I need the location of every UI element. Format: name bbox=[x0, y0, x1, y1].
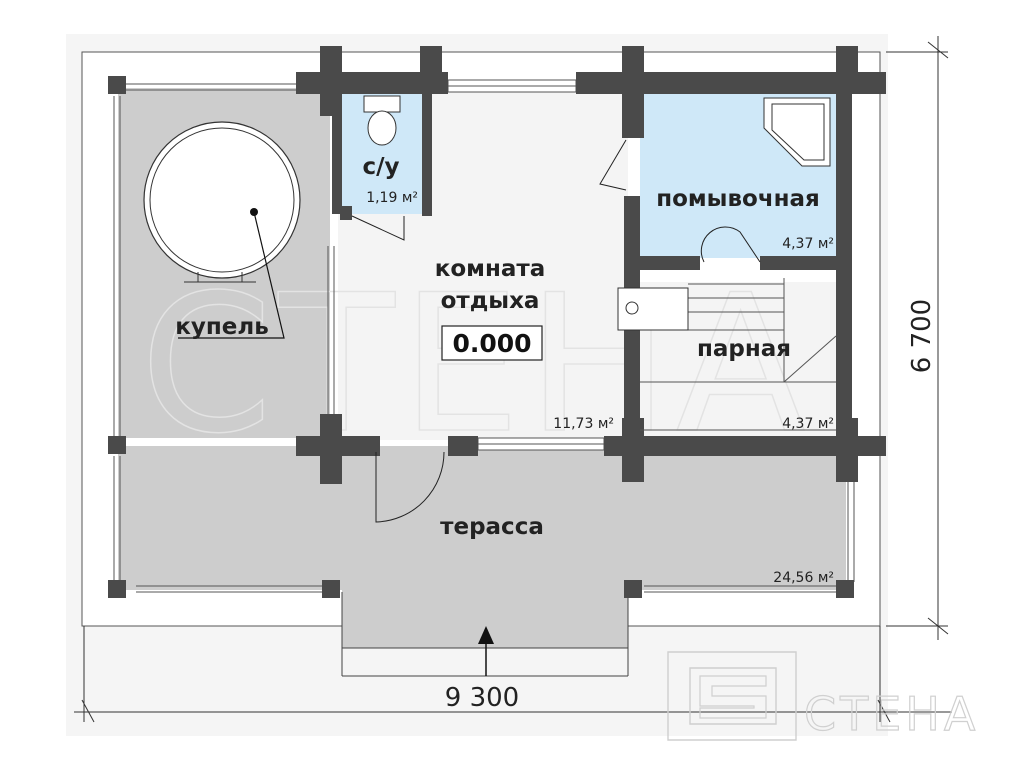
lounge-name-line2: отдыха bbox=[441, 288, 540, 314]
windows bbox=[447, 79, 605, 451]
stove-burner-icon bbox=[625, 301, 639, 315]
level-mark-box bbox=[441, 325, 543, 361]
terrace-door-swing bbox=[375, 451, 445, 523]
toilet-icon bbox=[363, 95, 401, 146]
terrace-area: 24,56 м² bbox=[773, 570, 834, 586]
shower-icon bbox=[763, 97, 831, 167]
entrance-arrow-icon bbox=[478, 626, 494, 644]
wc-door-swing bbox=[351, 215, 405, 241]
steam-room-area: 4,37 м² bbox=[782, 416, 834, 432]
lounge-name-line1: комната bbox=[435, 256, 545, 282]
steam-door-swing bbox=[700, 226, 761, 263]
wash-door-swing bbox=[599, 139, 627, 191]
log-walls bbox=[296, 46, 886, 484]
plunge-pool bbox=[143, 121, 301, 339]
plunge-pool-name: купель bbox=[175, 314, 268, 340]
logo-text: СТЕНА bbox=[804, 687, 979, 741]
wash-room-area: 4,37 м² bbox=[782, 236, 834, 252]
terrace-name: терасса bbox=[440, 514, 544, 540]
width-dimension-line bbox=[74, 626, 952, 723]
wc-area: 1,19 м² bbox=[366, 190, 418, 206]
height-dimension-line bbox=[886, 36, 949, 640]
height-dimension: 6 700 bbox=[907, 299, 937, 373]
wash-room-name: помывочная bbox=[656, 186, 820, 212]
sauna-benches bbox=[640, 278, 837, 431]
lounge-area: 11,73 м² bbox=[553, 416, 614, 432]
company-logo: СТЕНА bbox=[667, 651, 979, 742]
terrace-railings bbox=[113, 83, 855, 593]
terrace-floor bbox=[118, 446, 846, 590]
doors bbox=[351, 139, 761, 523]
width-dimension: 9 300 bbox=[445, 683, 519, 713]
wc-name: с/у bbox=[362, 154, 399, 180]
steam-room-name: парная bbox=[697, 336, 791, 362]
terrace-posts bbox=[108, 76, 854, 598]
level-mark: 0.000 bbox=[452, 329, 531, 358]
